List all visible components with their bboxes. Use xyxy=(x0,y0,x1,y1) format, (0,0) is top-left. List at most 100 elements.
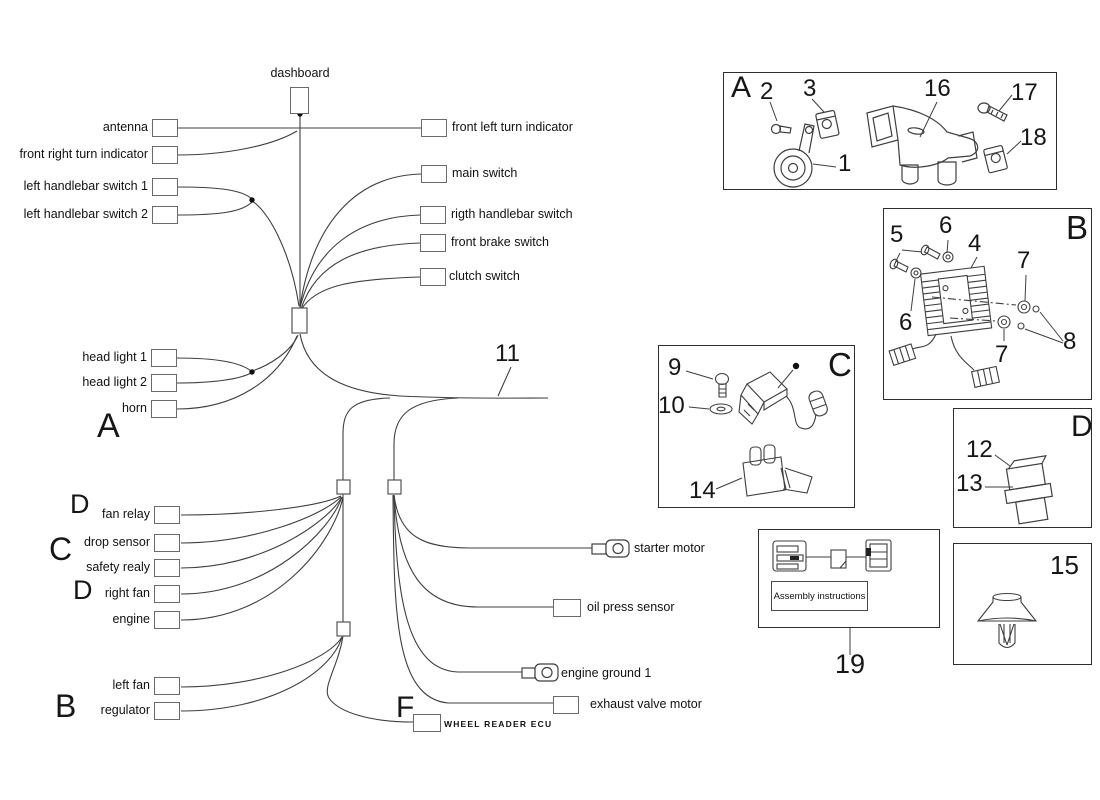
connector-box-engine xyxy=(154,611,180,629)
connector-box-front-right-turn xyxy=(152,146,178,164)
connector-box-horn xyxy=(151,400,177,418)
panel-a-letter: A xyxy=(731,71,752,104)
connector-box-right-fan xyxy=(154,585,180,603)
part-number-18: 18 xyxy=(1020,124,1047,151)
part-number-3: 3 xyxy=(803,75,817,102)
part-number-12: 12 xyxy=(966,436,993,463)
panel-15-number: 15 xyxy=(1050,550,1079,580)
connector-box-left-handlebar-1 xyxy=(152,178,178,196)
part-number-13: 13 xyxy=(956,470,983,497)
connector-box-left-handlebar-2 xyxy=(152,206,178,224)
part-number-9: 9 xyxy=(668,354,682,381)
label-regulator: regulator xyxy=(100,703,150,717)
section-letter-d-mid: D xyxy=(73,575,93,605)
label-engine: engine xyxy=(112,612,150,626)
label-front-brake: front brake switch xyxy=(451,235,549,249)
panel-a-horn-drawing xyxy=(770,102,1008,188)
label-left-fan: left fan xyxy=(112,678,150,692)
connector-box-head-light-2 xyxy=(151,374,177,392)
part-number-16: 16 xyxy=(924,75,951,102)
clip-nut-3-drawing xyxy=(815,109,840,139)
assembly-instructions-label: Assembly instructions xyxy=(773,590,866,602)
panel-15-rivet-drawing xyxy=(976,592,1038,649)
connector-box-left-fan xyxy=(154,677,180,695)
panel-d-letter: D xyxy=(1071,410,1093,443)
panel-c-coil-drawing xyxy=(709,362,828,497)
label-horn: horn xyxy=(121,401,147,415)
junction-connector-blocks xyxy=(291,307,402,637)
label-front-left-turn: front left turn indicator xyxy=(452,120,573,134)
label-engine-ground-1: engine ground 1 xyxy=(561,666,652,680)
part-number-8: 8 xyxy=(1063,328,1077,355)
callout-11: 11 xyxy=(495,340,520,367)
connector-box-front-brake xyxy=(420,234,446,252)
section-letter-a: A xyxy=(97,407,120,445)
label-drop-sensor: drop sensor xyxy=(83,535,150,549)
connector-box-regulator xyxy=(154,702,180,720)
label-antenna: antenna xyxy=(102,120,148,134)
connector-box-main-switch xyxy=(421,165,447,183)
label-front-right-turn: front right turn indicator xyxy=(19,147,148,161)
panel-d-relay-drawing xyxy=(1004,455,1053,525)
label-exhaust-valve-motor: exhaust valve motor xyxy=(590,697,702,711)
connector-box-right-handlebar xyxy=(420,206,446,224)
splice-dots xyxy=(249,111,303,375)
label-safety-relay: safety realy xyxy=(86,560,150,574)
part-number-7-right: 7 xyxy=(1017,247,1031,274)
panel-19-connectors-drawing xyxy=(772,539,892,572)
label-wheel-reader-ecu: WHEEL READER ECU xyxy=(444,719,553,729)
label-head-light-1: head light 1 xyxy=(82,350,147,364)
label-left-handlebar-1: left handlebar switch 1 xyxy=(23,179,148,193)
panel-b-letter: B xyxy=(1066,209,1089,246)
section-letter-d-top: D xyxy=(70,489,90,519)
part-number-6-top: 6 xyxy=(939,212,953,239)
connector-box-front-left-turn xyxy=(421,119,447,137)
section-letter-b: B xyxy=(55,688,77,724)
label-head-light-2: head light 2 xyxy=(82,375,147,389)
connector-box-fan-relay xyxy=(154,506,180,524)
connector-box-head-light-1 xyxy=(151,349,177,367)
assembly-instructions-card: Assembly instructions xyxy=(771,581,868,611)
bracket-16-drawing xyxy=(866,105,979,186)
connector-box-antenna xyxy=(152,119,178,137)
sensor-14-drawing xyxy=(742,444,813,497)
connector-box-drop-sensor xyxy=(154,534,180,552)
part-number-2: 2 xyxy=(760,78,774,105)
connector-box-oil-press-sensor xyxy=(553,599,581,617)
label-starter-motor: starter motor xyxy=(634,541,705,555)
label-right-fan: right fan xyxy=(104,586,150,600)
callout-19: 19 xyxy=(835,649,866,679)
section-letter-f: F xyxy=(396,691,415,724)
label-fan-relay: fan relay xyxy=(102,507,150,521)
ground-ring-terminal-icon xyxy=(521,663,559,682)
part-number-4: 4 xyxy=(968,230,982,257)
part-number-1: 1 xyxy=(838,150,852,177)
label-clutch: clutch switch xyxy=(449,269,520,283)
part-number-6-left: 6 xyxy=(899,309,913,336)
panel-d-frame xyxy=(953,408,1092,528)
label-main-switch: main switch xyxy=(452,166,518,180)
part-number-7-bottom: 7 xyxy=(995,341,1009,368)
part-number-5: 5 xyxy=(890,221,904,248)
part-number-10: 10 xyxy=(658,392,685,419)
connector-box-dashboard xyxy=(290,87,309,114)
connector-box-clutch xyxy=(420,268,446,286)
panel-b-regulator-drawing xyxy=(888,244,1040,388)
label-oil-press-sensor: oil press sensor xyxy=(587,600,675,614)
starter-ring-terminal-icon xyxy=(591,539,630,558)
connector-box-exhaust-valve-motor xyxy=(553,696,579,714)
label-dashboard: dashboard xyxy=(270,66,330,80)
connector-box-safety-relay xyxy=(154,559,180,577)
part-number-17: 17 xyxy=(1011,79,1038,106)
clip-nut-18-drawing xyxy=(983,145,1008,174)
part-number-14: 14 xyxy=(689,477,716,504)
label-right-handlebar: rigth handlebar switch xyxy=(451,207,573,221)
connector-box-wheel-reader-ecu xyxy=(413,714,441,732)
panel-c-letter: C xyxy=(828,346,852,383)
callout-leader-lines xyxy=(685,94,1064,655)
harness-wires xyxy=(176,114,593,723)
label-left-handlebar-2: left handlebar switch 2 xyxy=(23,207,148,221)
screw-17-drawing xyxy=(977,102,1008,122)
